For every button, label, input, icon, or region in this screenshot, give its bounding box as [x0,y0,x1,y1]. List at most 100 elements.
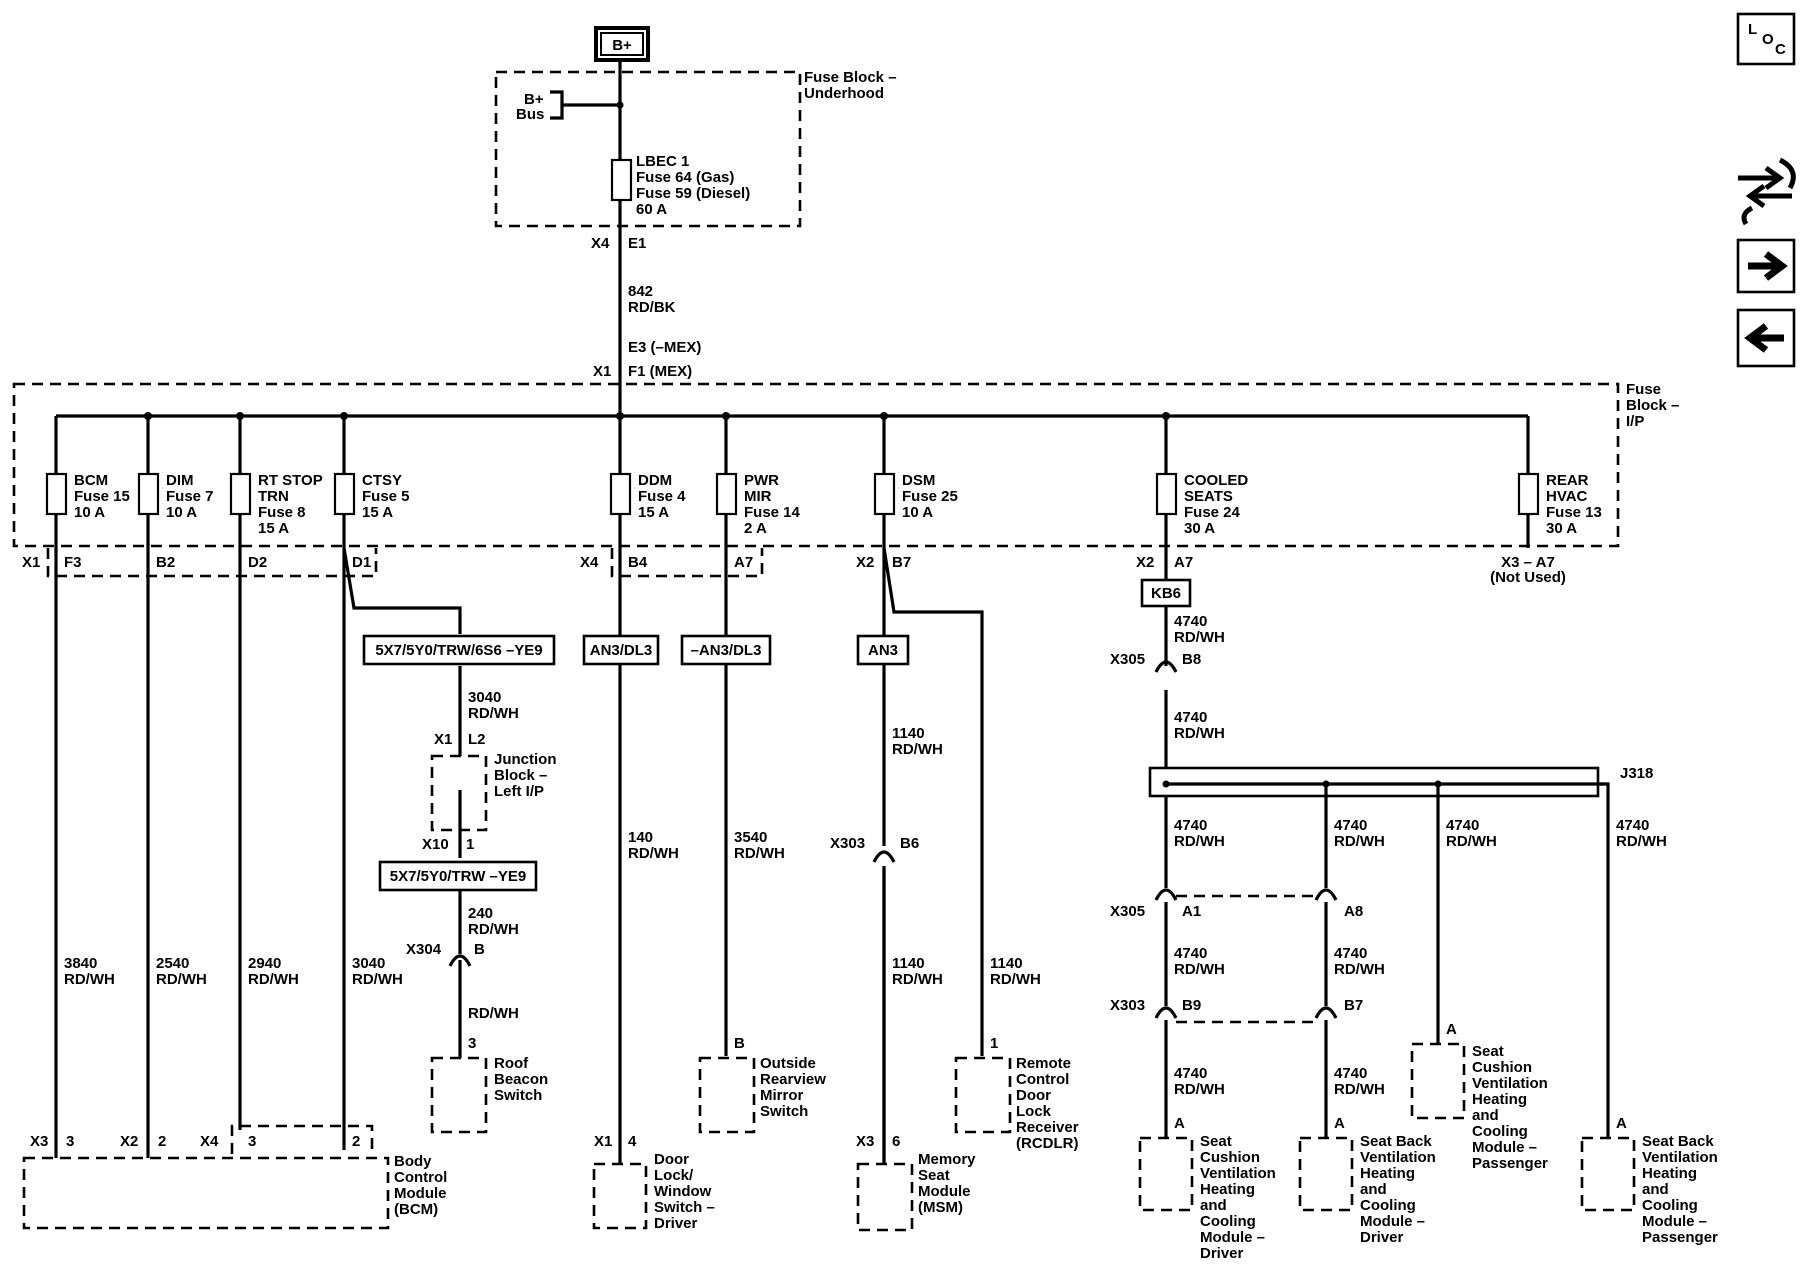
dim-wire-num: 2540 [156,955,189,972]
x305-a8: A8 [1344,903,1363,920]
rcdlr-wire-num: 1140 [990,955,1023,972]
option-dsm-label: AN3 [868,642,898,659]
scd-label-6: Cooling [1200,1213,1256,1230]
ip-conn-x2a: X2 [856,554,874,571]
forward-arrow-icon[interactable] [1736,238,1796,294]
ip-entry-pin2: F1 (MEX) [628,363,692,380]
j-a-wire-num: 4740 [1174,817,1207,834]
fuse-bcm-label-3: 10 A [74,504,105,521]
seat-back-module-driver: A Seat Back Ventilation Heating and Cool… [1298,1115,1436,1246]
ctsy-mid-wire-color: RD/WH [468,921,519,938]
j-b-wire-color: RD/WH [1334,833,1385,850]
junction-block-left-ip [430,754,488,832]
msm-label-1: Memory [918,1151,976,1168]
fuse-rearhvac-icon [1517,472,1540,516]
fuse-pwrmir-icon [715,472,738,516]
jb-bot-pin: 1 [466,836,474,853]
roof-pin: 3 [468,1035,476,1052]
ip-conn-x2b: X2 [1136,554,1154,571]
door-conn: X1 [594,1133,612,1150]
scp-label-1: Seat [1472,1043,1504,1060]
x305-top-connector-icon [1154,660,1178,673]
s-a-wire-num: 4740 [1174,945,1207,962]
scd-label-1: Seat [1200,1133,1232,1150]
back-arrow-icon[interactable] [1736,308,1796,368]
mirror-pin: B [734,1035,745,1052]
ip-conn-x1: X1 [22,554,40,571]
jb-top-conn: X1 [434,731,452,748]
roof-beacon-switch [430,1056,488,1134]
x305-a1: A1 [1182,903,1201,920]
rcdlr-label-4: Lock [1016,1103,1052,1120]
ip-entry-pin1: E3 (–MEX) [628,339,701,356]
dsm-top-wire-num: 1140 [892,725,925,742]
ctsy-mid-wire-num: 240 [468,905,493,922]
scp-pin: A [1446,1021,1457,1038]
fuse-pwrmir-label-3: Fuse 14 [744,504,801,521]
x305-mid-label: X305 [1110,903,1145,920]
body-control-module: X3 3 X2 2 X4 3 2 Body Control Module (BC… [22,1124,447,1230]
sbd-label-3: Heating [1360,1165,1415,1182]
ip-connector-labels: X1 F3 B2 D2 D1 X4 B4 A7 X2 B7 X2 A7 X3 –… [22,548,1566,586]
mirror-label-2: Rearview [760,1071,826,1088]
option-kb6-label: KB6 [1151,585,1181,602]
jb-label-1: Junction [494,751,557,768]
dsm-branch: AN3 1140 RD/WH X303 B6 1140 RD/WH 1140 R… [830,547,1079,1164]
fuse-cooled-icon [1155,472,1178,516]
bcm-p3: 3 [66,1133,74,1150]
jb-label-2: Block – [494,767,547,784]
msm-label-3: Module [918,1183,971,1200]
ip-title-3: I/P [1626,413,1644,430]
rcdlr-pin: 1 [990,1035,998,1052]
cooled1-wire-color: RD/WH [1174,629,1225,646]
fuse-dim-label-3: 10 A [166,504,197,521]
bcm-x4: X4 [200,1133,219,1150]
sbd-label-4: and [1360,1181,1387,1198]
scp-label-2: Cushion [1472,1059,1532,1076]
fuse-pwrmir-label-2: MIR [744,488,772,505]
lbec-label-2: Fuse 64 (Gas) [636,169,734,186]
fuse-ddm-label-3: 15 A [638,504,669,521]
x303-pair-connector-icon [1154,1006,1338,1019]
sbd-label-5: Cooling [1360,1197,1416,1214]
mirror-label-1: Outside [760,1055,816,1072]
seat-cushion-module-driver: A Seat Cushion Ventilation Heating and C… [1138,1115,1276,1262]
door-lock-window-switch: X1 4 Door Lock/ Window Switch – Driver [592,1133,715,1232]
rcdlr-label-2: Control [1016,1071,1069,1088]
bcm-p4b: 2 [352,1133,360,1150]
roof-label-1: Roof [494,1055,529,1072]
nav-icons: L O C [1736,12,1796,368]
x305-pair-connector-icon [1154,888,1338,901]
x303-dsm-pin: B6 [900,835,919,852]
ctsy-wire-color: RD/WH [352,971,403,988]
fuse-dsm-label-3: 10 A [902,504,933,521]
option-ctsy-bottom [378,860,538,892]
dsm-bottom-wire-color: RD/WH [892,971,943,988]
cooled2-wire-num: 4740 [1174,709,1207,726]
j-c-wire-num: 4740 [1446,817,1479,834]
fuse-dim-label-2: Fuse 7 [166,488,214,505]
exchange-icon[interactable] [1738,157,1796,226]
s-b-wire-num: 4740 [1334,945,1367,962]
location-icon[interactable]: L O C [1736,12,1796,66]
ip-pin-f3: F3 [64,554,82,571]
s-a-wire-color: RD/WH [1174,961,1225,978]
ip-pin-b4: B4 [628,554,648,571]
scp-label-4: Heating [1472,1091,1527,1108]
sbp-label-3: Heating [1642,1165,1697,1182]
rcdlr-wire-color: RD/WH [990,971,1041,988]
door-label-5: Driver [654,1215,698,1232]
j-a-wire-color: RD/WH [1174,833,1225,850]
seat-cushion-module-passenger: A Seat Cushion Ventilation Heating and C… [1410,1021,1548,1172]
mirror-label-3: Mirror [760,1087,804,1104]
ip-pin-b2: B2 [156,554,175,571]
ip-entry-conn: X1 [593,363,611,380]
bus-label-1: B+ [524,91,544,108]
ctsy-top-wire-color: RD/WH [468,705,519,722]
fuse-rtstop-label-2: TRN [258,488,289,505]
option-pwrmir [680,634,772,666]
jb-top-pin: L2 [468,731,486,748]
